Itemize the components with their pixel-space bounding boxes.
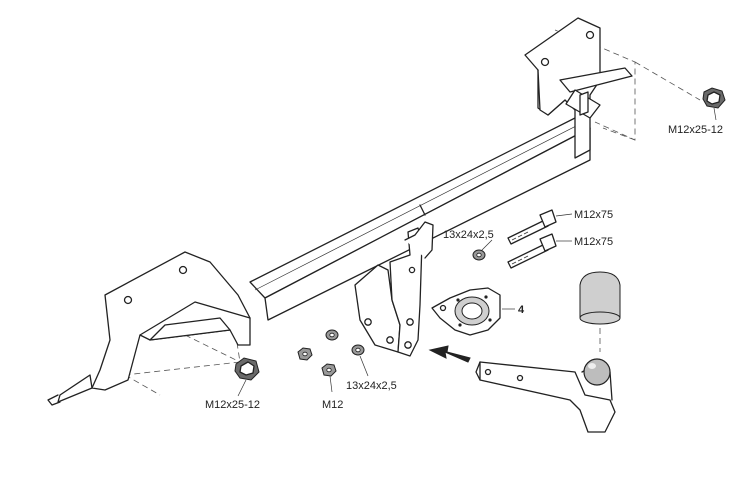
tow-ball-arm [475, 358, 616, 433]
label-nut-center: M12 [322, 399, 343, 411]
plate-hole [386, 336, 394, 344]
socket-plate [431, 287, 515, 336]
label-nut-top-right: M12x25-12 [668, 124, 723, 136]
center-mounting-plates [354, 221, 434, 357]
label-nut-bottom-left: M12x25-12 [205, 399, 260, 411]
bolt-upper [507, 209, 573, 245]
plate-hole [404, 341, 412, 349]
washer-lower-a [325, 329, 339, 341]
right-bracket [524, 17, 633, 159]
label-socket-plate: 4 [518, 304, 525, 316]
washer-upper [472, 239, 493, 261]
flange-nut-left [234, 357, 260, 397]
bolt-hole [540, 57, 550, 67]
label-bolt-lower: M12x75 [574, 236, 613, 248]
label-bolt-upper: M12x75 [574, 209, 613, 221]
bolt-hole [123, 295, 133, 305]
bolt-hole [585, 30, 595, 40]
label-washer-upper: 13x24x2,5 [443, 229, 494, 241]
left-bracket [47, 251, 251, 406]
plate-hole [408, 266, 416, 274]
plate-hole [406, 318, 414, 326]
bolt-hole [178, 265, 188, 275]
tow-ball-cap [579, 271, 621, 352]
tow-ball [583, 358, 611, 386]
assembly-direction-arrow [428, 345, 471, 363]
washer-lower-b [351, 344, 369, 377]
flange-nut-right [702, 87, 726, 121]
nut-m12-a [297, 347, 313, 361]
label-washer-lower: 13x24x2,5 [346, 380, 397, 392]
bolt-lower [507, 233, 572, 269]
plate-hole [364, 318, 372, 326]
nut-m12-b [321, 363, 337, 393]
